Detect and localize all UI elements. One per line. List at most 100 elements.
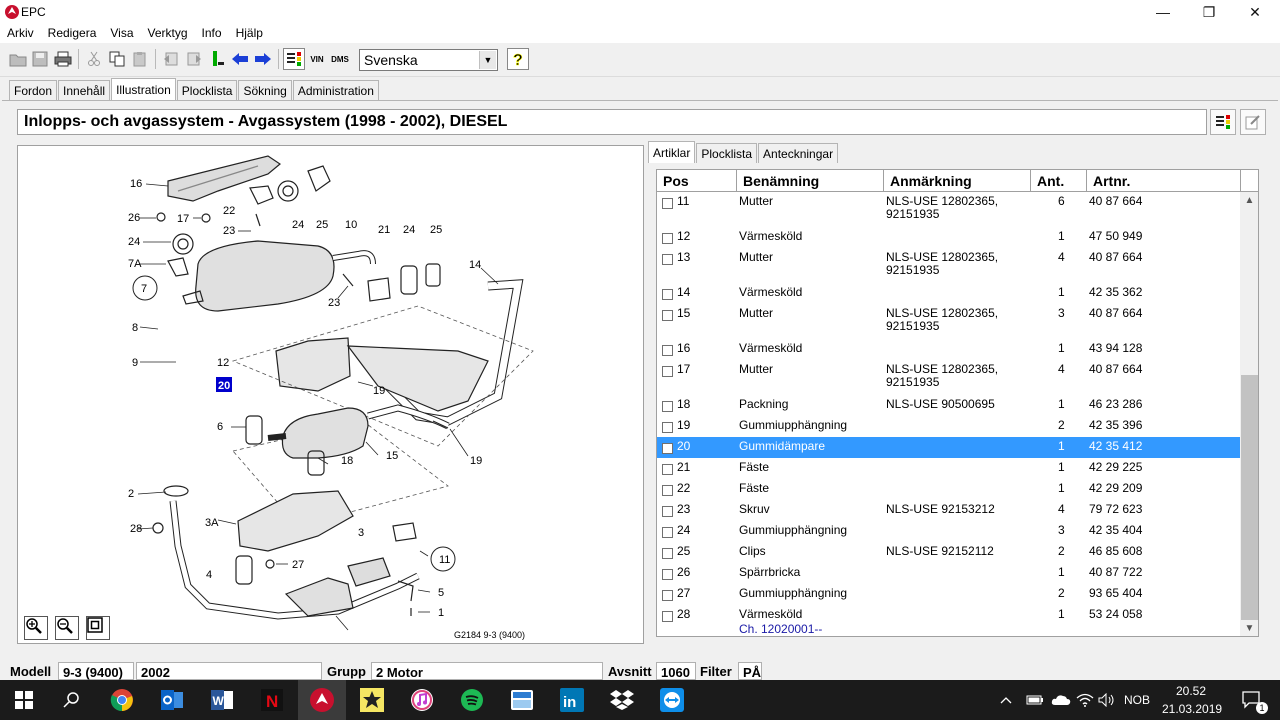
zoom-out-button[interactable] [55,616,79,640]
minimize-button[interactable]: — [1156,4,1170,20]
dms-button[interactable]: DMS [331,54,349,64]
row-checkbox[interactable] [662,310,673,321]
save-disk-icon[interactable] [29,48,51,70]
callout-23b[interactable]: 23 [328,297,340,309]
callout-8[interactable]: 8 [132,322,138,334]
callout-24c[interactable]: 24 [403,224,415,236]
scroll-thumb[interactable] [1241,375,1258,620]
row-checkbox[interactable] [662,401,673,412]
start-icon[interactable] [0,680,48,720]
callout-19[interactable]: 6 [217,421,223,433]
callout-3[interactable]: 11 [439,554,450,566]
illustration-pane[interactable]: 16 26 17 22 23 24 7A 7 24 25 10 21 24 25… [17,145,644,644]
tab-plocklista-sub[interactable]: Plocklista [696,143,758,163]
star-app-icon[interactable] [348,680,396,720]
open-folder-icon[interactable] [7,48,29,70]
maximize-button[interactable]: ❐ [1202,3,1216,20]
menu-redigera[interactable]: Redigera [47,26,97,40]
row-checkbox[interactable] [662,548,673,559]
row-checkbox[interactable] [662,611,673,622]
keyboard-language[interactable]: NOB [1124,693,1151,707]
callout-25b[interactable]: 25 [430,224,442,236]
row-checkbox[interactable] [662,289,673,300]
callout-25[interactable]: 25 [316,219,328,231]
dropdown-arrow-icon[interactable]: ▼ [479,51,496,69]
scroll-up-icon[interactable]: ▲ [1244,195,1255,206]
menu-visa[interactable]: Visa [110,26,134,40]
callout-26[interactable]: 26 [128,212,140,224]
copy-icon[interactable] [106,48,128,70]
history-back-icon[interactable] [160,48,182,70]
callout-19b[interactable]: 18 [341,455,353,467]
callout-28[interactable]: 3A [205,517,219,529]
column-benamning[interactable]: Benämning [737,170,884,191]
exhaust-diagram[interactable]: 16 26 17 22 23 24 7A 7 24 25 10 21 24 25… [18,146,644,644]
add-to-picklist-button[interactable] [1210,109,1236,135]
tab-administration[interactable]: Administration [292,80,379,100]
callout-13[interactable]: 19 [373,385,385,397]
row-checkbox[interactable] [662,464,673,475]
callout-2[interactable]: 28 [130,523,142,535]
callout-7a[interactable]: 7A [128,258,142,270]
chassis-note-link[interactable]: Ch. 12020001-- [739,622,823,636]
vin-button[interactable]: VIN [310,54,324,64]
tab-sokning[interactable]: Sökning [238,80,292,100]
tab-anteckningar[interactable]: Anteckningar [758,143,839,163]
row-checkbox[interactable] [662,590,673,601]
row-checkbox[interactable] [662,422,673,433]
column-artnr[interactable]: Artnr. [1087,170,1241,191]
callout-10[interactable]: 10 [345,219,357,231]
callout-27[interactable]: 4 [206,569,212,581]
tab-illustration[interactable]: Illustration [111,78,176,100]
callout-20-highlighted[interactable]: 20 [218,380,230,392]
word-icon[interactable]: W [198,680,246,720]
callout-12[interactable]: 12 [217,357,229,369]
row-checkbox[interactable] [662,569,673,580]
menu-verktyg[interactable]: Verktyg [147,26,188,40]
callout-24b[interactable]: 24 [292,219,304,231]
callout-23[interactable]: 23 [223,225,235,237]
paste-icon[interactable] [129,48,151,70]
chrome-icon[interactable] [98,680,146,720]
callout-4[interactable]: 5 [438,587,444,599]
print-icon[interactable] [52,48,74,70]
help-icon[interactable]: ? [507,48,529,70]
row-checkbox[interactable] [662,233,673,244]
callout-7[interactable]: 7 [141,283,147,295]
column-pos[interactable]: Pos [657,170,737,191]
fit-to-window-button[interactable] [86,616,110,640]
spotify-icon[interactable] [448,680,496,720]
menu-info[interactable]: Info [201,26,222,40]
callout-16[interactable]: 16 [130,178,142,190]
clock-date[interactable]: 21.03.2019 [1162,702,1223,716]
browser-app-icon[interactable] [498,680,546,720]
callout-17[interactable]: 17 [177,213,189,225]
cut-icon[interactable] [83,48,105,70]
callout-6[interactable]: 15 [386,450,398,462]
row-checkbox[interactable] [662,527,673,538]
callout-24[interactable]: 24 [128,236,140,248]
netflix-icon[interactable]: N [248,680,296,720]
row-checkbox[interactable] [662,485,673,496]
picklist-add-icon[interactable] [283,48,305,70]
tab-fordon[interactable]: Fordon [9,80,58,100]
menu-hjalp[interactable]: Hjälp [235,26,263,40]
onedrive-cloud-icon[interactable] [1048,680,1074,720]
table-scrollbar[interactable]: ▲ ▼ [1240,192,1258,636]
teamviewer-icon[interactable] [648,680,696,720]
callout-11[interactable]: 27 [292,559,304,571]
chevron-up-icon[interactable] [995,680,1017,720]
